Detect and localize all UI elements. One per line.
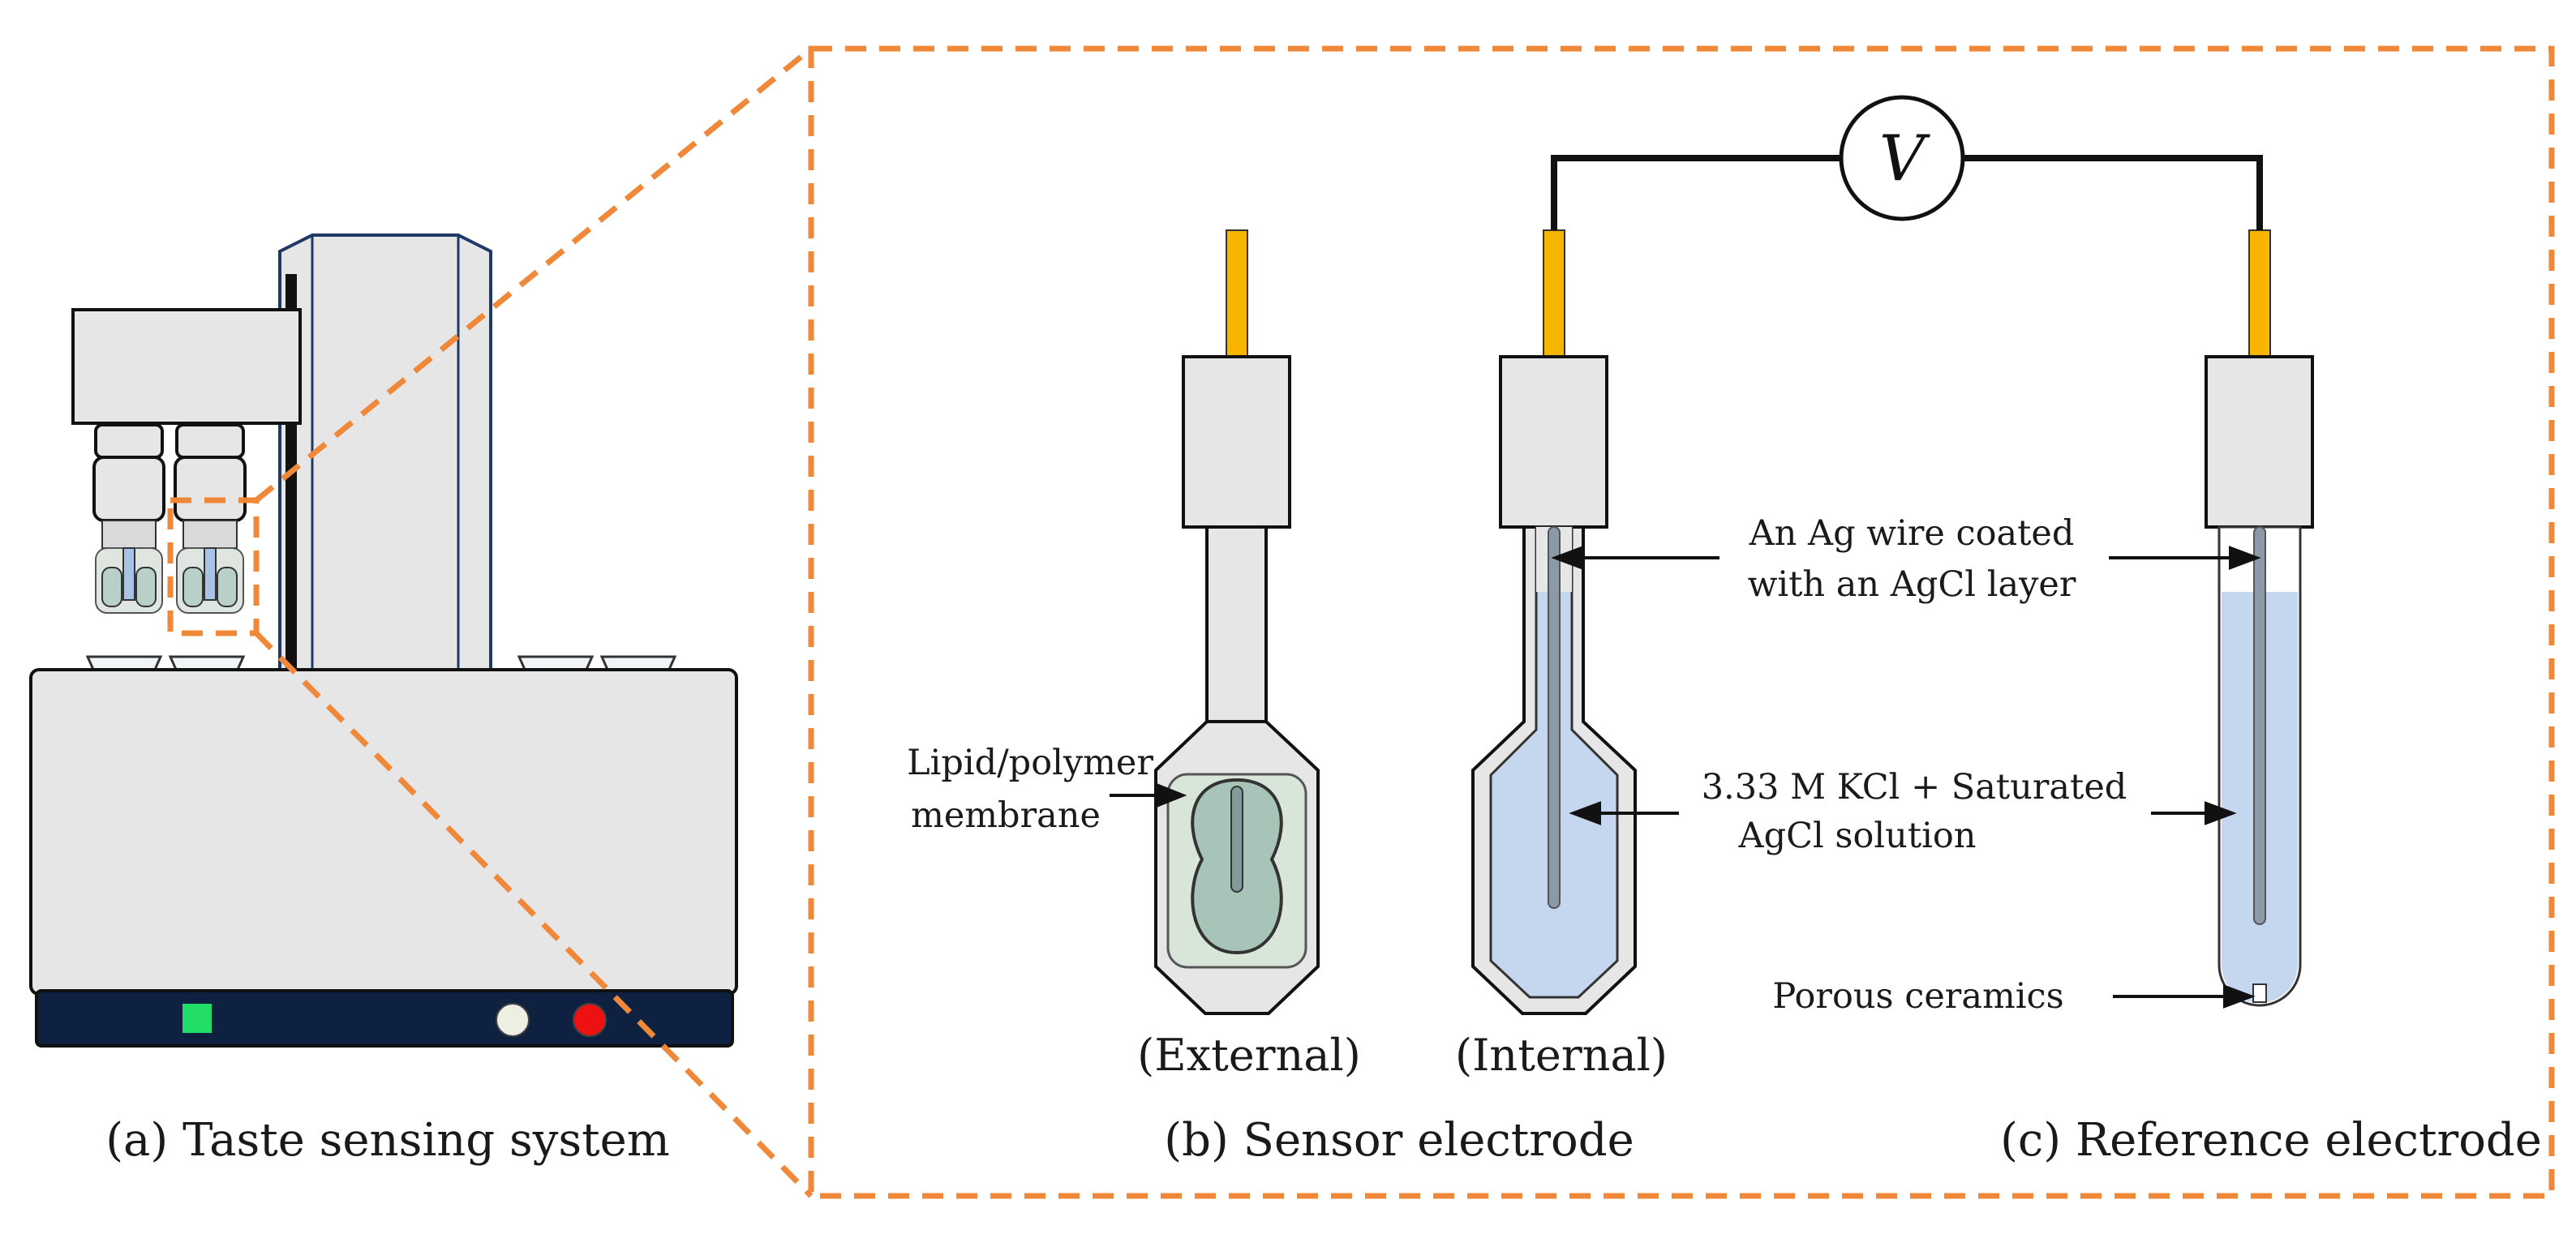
kcl-label-line1: 3.33 M KCl + Saturated [1702,767,2127,808]
ag-wire-label-line2: with an AgCl layer [1748,564,2076,605]
probe-holder-right [174,423,247,614]
voltmeter-label: V [1879,122,1930,195]
sensor-head-arm [71,308,302,425]
highlight-box-large [808,45,2555,1199]
reference-electrode [2205,229,2314,1007]
porous-ceramics [2252,983,2267,1003]
connector-pin [1543,229,1565,358]
membrane-label-line1: Lipid/polymer [907,743,1153,783]
arrow-head [2229,546,2261,570]
panel-a-caption: (a) Taste sensing system [105,1114,670,1167]
electrode-cap [1182,355,1291,529]
inner-wire [1230,786,1243,893]
electrode-cap [1499,355,1608,529]
zoom-line-top [254,46,814,503]
internal-caption: (Internal) [1455,1030,1668,1081]
arrow-head [2205,801,2237,825]
connector-pin [1226,229,1248,358]
electrode-cap [2205,355,2314,529]
white-button [496,1003,530,1037]
ag-wire-label-line1: An Ag wire coated [1749,513,2075,554]
arrow-head [2223,984,2256,1009]
arrow-head [1157,783,1187,808]
instrument-body [29,668,738,996]
highlight-box-small [167,497,260,636]
taste-sensing-instrument [29,234,738,1048]
external-caption: (External) [1137,1030,1361,1081]
porous-ceramics-label: Porous ceramics [1772,976,2063,1017]
ag-wire [1548,526,1561,909]
circuit-wire-right [1963,155,2263,230]
kcl-label-line2: AgCl solution [1738,816,1977,856]
measurement-circuit: V [1551,95,2263,230]
panel-c-caption: (c) Reference electrode [2000,1114,2542,1167]
sample-cups [85,655,677,673]
power-button [182,1004,212,1033]
zoom-highlight [167,45,2555,1199]
arrow-head [1551,546,1583,570]
ag-wire [2253,526,2266,925]
circuit-wire-left [1551,155,1841,230]
probe-holder-left [92,423,165,614]
annotation-arrows [1110,546,2261,1009]
sensor-electrode-external [1154,229,1320,1015]
voltmeter [1839,95,1965,221]
electrode-stem [1205,525,1268,723]
instrument-base [35,989,734,1048]
connector-pin [2248,229,2271,358]
arrow-head [1569,801,1601,825]
membrane-label-line2: membrane [911,795,1101,836]
sensor-electrode-internal [1471,229,1637,1015]
zoom-line-bottom [254,631,814,1198]
red-button [573,1003,607,1037]
panel-b-caption: (b) Sensor electrode [1164,1114,1634,1167]
